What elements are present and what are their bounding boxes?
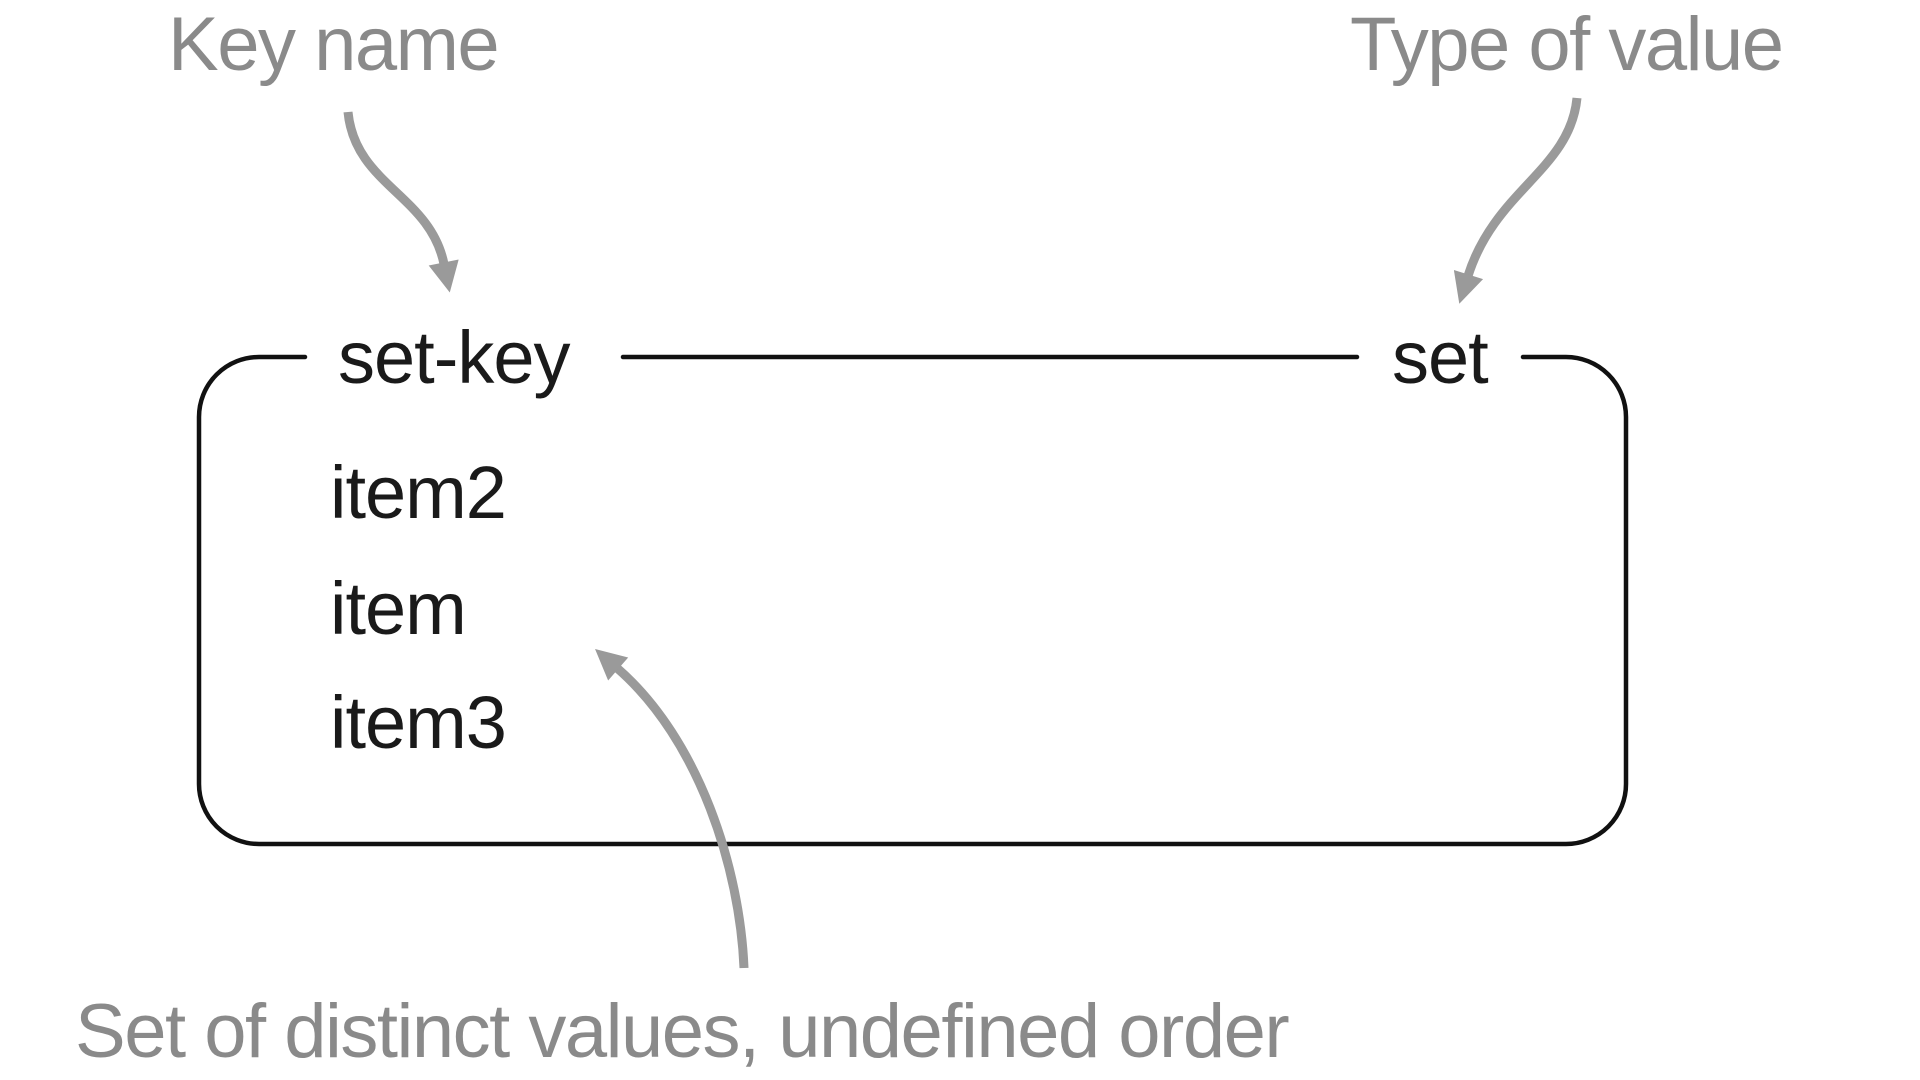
set-item: item [330, 567, 467, 650]
type-of-value-arrow-icon [1453, 97, 1582, 304]
set-item: item3 [330, 681, 507, 764]
type-of-value-label: Type of value [1350, 2, 1784, 87]
caption-label: Set of distinct values, undefined order [75, 989, 1290, 1074]
set-key-name: set-key [338, 316, 571, 399]
key-name-arrow-icon [343, 111, 459, 293]
key-name-label: Key name [168, 2, 500, 87]
set-value-type: set [1392, 316, 1489, 399]
caption-arrow-icon [595, 648, 749, 969]
set-box-outline [196, 354, 1629, 847]
set-item: item2 [330, 451, 507, 534]
